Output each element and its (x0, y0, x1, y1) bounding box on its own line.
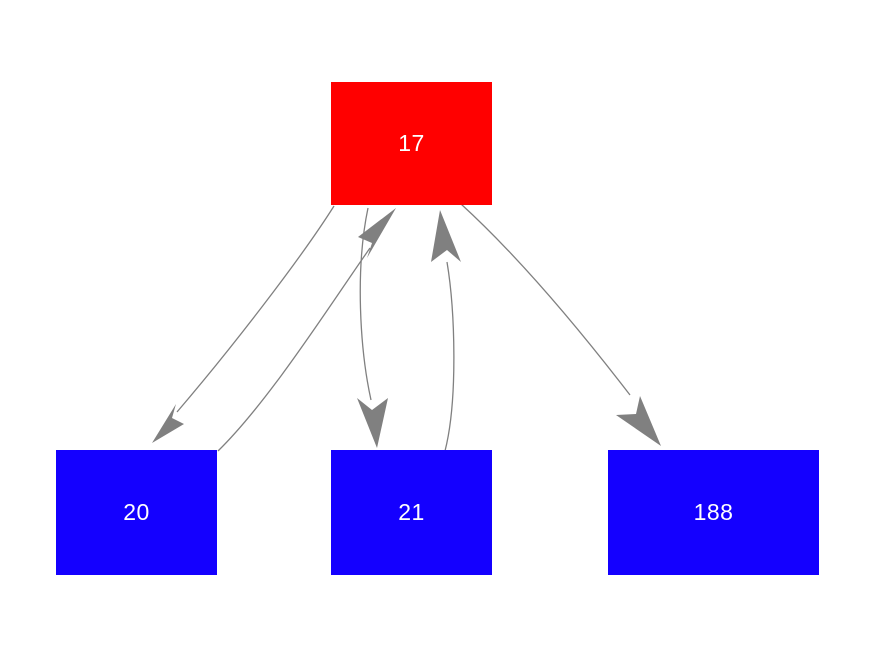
edge-20-to-17-arrowhead (358, 208, 396, 258)
node-21[interactable]: 21 (331, 450, 492, 575)
edge-17-to-20-arrowhead (152, 404, 184, 443)
node-17-label: 17 (398, 130, 425, 156)
edge-17-to-20-line (176, 205, 335, 413)
edge-17-to-188-line (460, 203, 631, 396)
node-188[interactable]: 188 (608, 450, 819, 575)
node-21-label: 21 (398, 499, 425, 525)
edge-17-to-20[interactable] (152, 205, 335, 443)
edge-17-to-21-line (359, 207, 372, 401)
edge-20-to-17-line (217, 247, 371, 452)
node-20-label: 20 (123, 499, 150, 525)
edge-17-to-21[interactable] (357, 207, 388, 448)
node-17[interactable]: 17 (331, 82, 492, 205)
edge-21-to-17-arrowhead (431, 210, 461, 262)
edge-17-to-21-arrowhead (357, 398, 388, 448)
edge-17-to-188-arrowhead (616, 396, 661, 446)
edge-21-to-17[interactable] (431, 210, 461, 452)
edge-17-to-188[interactable] (460, 203, 661, 446)
edge-20-to-17[interactable] (217, 208, 396, 452)
node-188-label: 188 (693, 499, 734, 525)
edge-21-to-17-line (444, 261, 455, 452)
node-20[interactable]: 20 (56, 450, 217, 575)
